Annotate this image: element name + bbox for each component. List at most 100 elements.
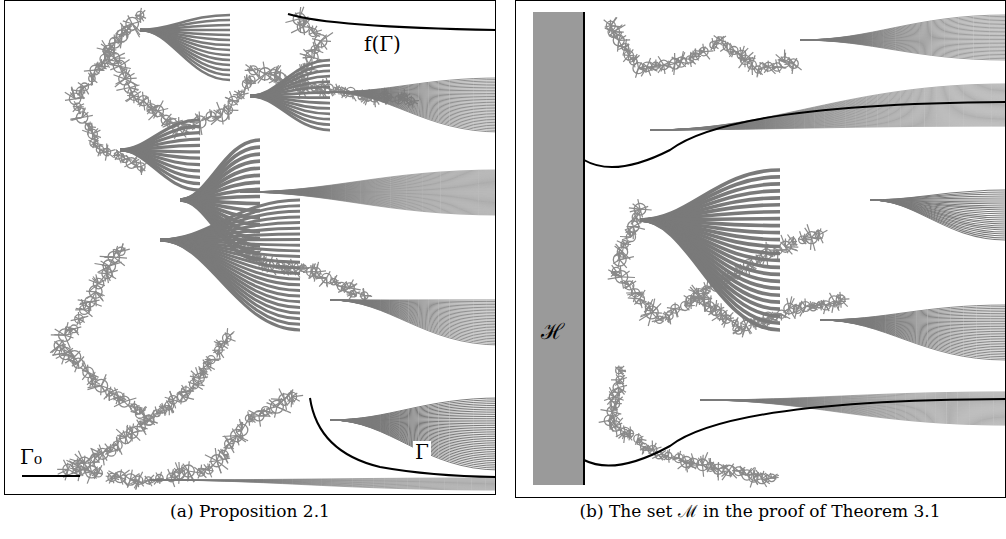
hair-stripe — [160, 240, 300, 330]
hair-stripe — [140, 15, 230, 30]
fractal-loop — [216, 109, 228, 121]
hair-stripe — [330, 92, 495, 120]
fractal-loop — [73, 358, 83, 368]
hair-stripe — [330, 81, 495, 92]
fractal-loop — [59, 329, 71, 341]
fractal-loop — [114, 152, 121, 159]
hair-stripe — [330, 300, 495, 333]
fractal-branch — [127, 479, 130, 487]
hair-stripe — [250, 96, 330, 125]
fractal-loop — [88, 376, 96, 384]
hair-stripe — [140, 30, 230, 80]
hair-stripe — [240, 177, 495, 192]
fractal-branch — [136, 99, 143, 101]
fractal-branch — [279, 70, 281, 78]
hair-stripe — [330, 420, 495, 470]
fractal-loop — [145, 477, 152, 484]
hair-stripe — [240, 187, 495, 192]
fractal-branch — [271, 398, 285, 400]
fractal-branch — [212, 115, 222, 118]
panel-a-fractal — [50, 7, 495, 490]
fractal-loop — [344, 283, 354, 293]
fractal-branch — [321, 40, 331, 42]
fractal-loop — [156, 474, 163, 481]
fractal-branch — [126, 425, 128, 438]
fractal-branch — [123, 21, 132, 24]
fractal-loop — [93, 278, 103, 288]
fractal-branch — [100, 256, 114, 258]
fractal-branch — [64, 327, 66, 335]
fractal-loop — [350, 290, 357, 297]
fractal-branch — [96, 283, 97, 292]
hair-stripe — [240, 179, 495, 192]
hair-stripe — [240, 178, 495, 192]
fractal-branch — [127, 95, 134, 97]
hair-stripe — [330, 407, 495, 420]
hair-stripe — [180, 161, 260, 200]
hair-stripe — [330, 416, 495, 420]
hair-stripe — [120, 150, 200, 190]
fractal-branch — [114, 257, 127, 258]
hair-stripe — [180, 200, 260, 260]
hair-stripe — [120, 139, 200, 150]
hair-stripe — [330, 92, 495, 123]
hair-stripe — [120, 150, 200, 184]
hair-stripe — [330, 92, 495, 121]
fractal-branch — [316, 262, 318, 272]
fractal-loop — [76, 112, 87, 123]
hair-stripe — [240, 176, 495, 192]
hair-stripe — [330, 300, 495, 329]
fractal-loop — [119, 73, 131, 85]
hair-stripe — [240, 175, 495, 192]
fractal-loop — [105, 45, 112, 52]
fractal-branch — [315, 277, 326, 278]
hair-stripe — [120, 133, 200, 150]
fractal-branch — [292, 395, 303, 396]
hair-stripe — [140, 30, 230, 75]
hair-stripe — [120, 126, 200, 150]
hair-stripe — [330, 398, 495, 420]
hair-stripe — [240, 190, 495, 192]
hair-stripe — [240, 189, 495, 192]
fractal-branch — [98, 467, 99, 473]
hair-stripe — [330, 92, 495, 132]
hair-stripe — [160, 240, 300, 313]
fractal-branch — [84, 307, 90, 309]
fractal-loop — [219, 450, 228, 459]
hair-stripe — [250, 65, 330, 96]
fractal-branch — [132, 431, 140, 433]
fractal-branch — [312, 39, 321, 41]
hair-stripe — [160, 240, 300, 307]
fractal-branch — [188, 461, 190, 471]
fractal-loop — [135, 476, 143, 484]
hair-stripe — [150, 480, 495, 487]
hair-stripe — [150, 480, 495, 490]
fractal-loop — [322, 273, 331, 282]
hair-stripe — [330, 409, 495, 420]
fractal-loop — [88, 129, 97, 138]
fractal-loop — [331, 279, 337, 285]
hair-stripe — [180, 182, 260, 200]
hair-stripe — [240, 186, 495, 192]
hair-stripe — [330, 78, 495, 92]
hair-stripe — [250, 96, 330, 130]
fractal-branch — [105, 265, 107, 273]
hair-stripe — [240, 184, 495, 192]
hair-stripe — [330, 413, 495, 420]
fractal-loop — [236, 424, 248, 436]
fractal-branch — [84, 70, 95, 71]
fractal-loop — [136, 11, 144, 19]
fractal-branch — [132, 424, 133, 433]
hair-stripe — [330, 420, 495, 468]
fractal-branch — [132, 21, 140, 23]
hair-stripe — [240, 171, 495, 192]
hair-stripe — [240, 185, 495, 192]
hair-stripe — [250, 76, 330, 96]
hair-stripe — [180, 189, 260, 200]
hair-stripe — [240, 170, 495, 192]
hair-stripe — [330, 411, 495, 420]
hair-stripe — [240, 188, 495, 192]
hair-stripe — [240, 174, 495, 192]
hair-stripe — [240, 181, 495, 192]
fractal-branch — [299, 19, 305, 32]
